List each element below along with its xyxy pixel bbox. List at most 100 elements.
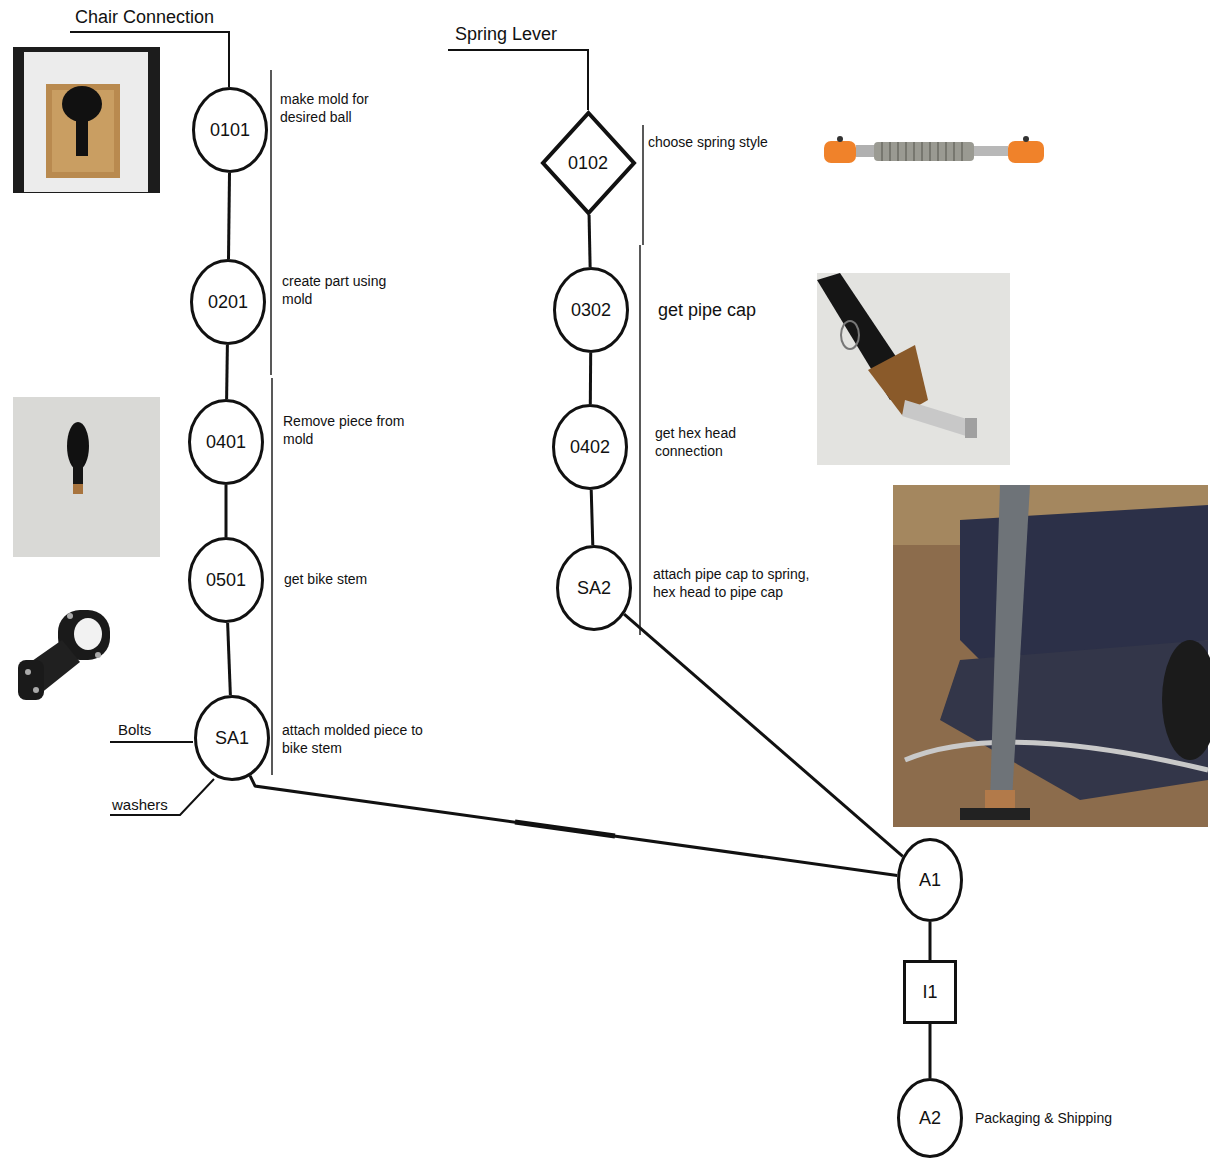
connector-line bbox=[225, 345, 229, 399]
connector-line bbox=[229, 173, 230, 259]
mold-photo bbox=[13, 47, 160, 193]
inspection-box: I1 bbox=[903, 960, 957, 1024]
connector-line bbox=[589, 353, 592, 404]
circle-outline bbox=[194, 89, 267, 172]
connector-line bbox=[228, 623, 231, 695]
spring-photo bbox=[837, 136, 843, 142]
chair-photo bbox=[893, 485, 1208, 827]
operation-circle: 0402get hex head connection bbox=[552, 404, 628, 490]
bike-stem-photo bbox=[74, 618, 102, 650]
step-description: get pipe cap bbox=[658, 299, 808, 322]
pipe-cap-photo bbox=[965, 418, 977, 438]
spring-photo bbox=[1023, 136, 1029, 142]
bike-stem-photo bbox=[18, 660, 44, 700]
chain-heading: Chair Connection bbox=[75, 7, 214, 28]
connector-line bbox=[929, 922, 932, 960]
bracket-line bbox=[642, 125, 644, 245]
chair-photo bbox=[893, 485, 1210, 827]
molded-piece-photo bbox=[13, 397, 160, 557]
step-description: choose spring style bbox=[648, 133, 813, 151]
molded-piece-photo bbox=[13, 397, 160, 557]
step-description: create part using mold bbox=[282, 272, 404, 308]
pipe-cap-photo bbox=[817, 273, 1010, 465]
mold-photo bbox=[13, 47, 160, 193]
bike-stem-photo bbox=[25, 669, 31, 675]
spring-photo bbox=[824, 141, 856, 163]
operation-circle: SA1attach molded piece to bike stem bbox=[194, 695, 270, 781]
spring-photo bbox=[882, 142, 962, 161]
spring-photo bbox=[856, 145, 876, 157]
step-description: make mold for desired ball bbox=[280, 90, 405, 126]
mold-photo bbox=[46, 84, 120, 178]
leader-line bbox=[448, 50, 588, 110]
step-number: I1 bbox=[922, 982, 937, 1003]
bracket-line bbox=[639, 245, 641, 635]
connector-line bbox=[929, 1024, 932, 1078]
operation-circle: A2Packaging & Shipping bbox=[897, 1078, 963, 1158]
spring-photo bbox=[974, 146, 1008, 156]
spring-photo bbox=[874, 142, 974, 161]
step-description: attach pipe cap to spring, hex head to p… bbox=[653, 565, 831, 601]
step-number: A2 bbox=[919, 1108, 941, 1129]
operation-circle: 0302get pipe cap bbox=[553, 267, 629, 353]
step-number: SA1 bbox=[215, 728, 249, 749]
bike-stem-photo bbox=[18, 610, 110, 700]
connector-line bbox=[589, 215, 590, 267]
bike-stem-photo bbox=[95, 652, 101, 658]
square-outline bbox=[905, 962, 956, 1023]
connector-line bbox=[624, 614, 903, 856]
operation-circle: A1 bbox=[897, 838, 963, 922]
mold-photo bbox=[76, 112, 88, 156]
chair-photo bbox=[960, 808, 1030, 820]
step-number: 0201 bbox=[208, 292, 248, 313]
step-number: 0501 bbox=[206, 570, 246, 591]
step-description: Packaging & Shipping bbox=[975, 1109, 1145, 1127]
spring-photo bbox=[824, 136, 1044, 163]
bracket-line bbox=[270, 70, 272, 375]
diamond-outline bbox=[543, 113, 634, 213]
decision-diamond: 0102choose spring style bbox=[540, 110, 637, 216]
operation-circle: SA2attach pipe cap to spring, hex head t… bbox=[556, 545, 632, 631]
circle-outline bbox=[899, 840, 962, 921]
pipe-cap-photo bbox=[841, 321, 859, 349]
step-number: 0401 bbox=[206, 432, 246, 453]
pipe-cap-photo bbox=[902, 400, 970, 436]
step-number: 0102 bbox=[568, 153, 608, 174]
operation-circle: 0201create part using mold bbox=[190, 259, 266, 345]
step-description: Remove piece from mold bbox=[283, 412, 423, 448]
chair-photo bbox=[905, 742, 1208, 770]
circle-outline bbox=[190, 539, 263, 622]
step-number: SA2 bbox=[577, 578, 611, 599]
circle-outline bbox=[899, 1080, 962, 1157]
operation-circle: 0501get bike stem bbox=[188, 537, 264, 623]
circle-outline bbox=[554, 406, 627, 489]
bracket-line bbox=[271, 378, 273, 775]
mold-photo bbox=[24, 52, 148, 192]
connector-line bbox=[225, 485, 228, 537]
bracket-line bbox=[271, 70, 643, 775]
spring-photo bbox=[1008, 141, 1044, 163]
circle-outline bbox=[558, 547, 631, 630]
connector-line bbox=[250, 776, 897, 876]
spring-photo bbox=[882, 142, 962, 161]
part-label: Bolts bbox=[118, 721, 151, 738]
leader-line bbox=[110, 779, 214, 815]
circle-outline bbox=[196, 697, 269, 780]
pipe-cap-photo bbox=[817, 273, 1010, 465]
step-number: 0101 bbox=[210, 120, 250, 141]
operation-circle: 0101make mold for desired ball bbox=[192, 87, 268, 173]
molded-piece-photo bbox=[73, 484, 83, 494]
chain-heading: Spring Lever bbox=[455, 24, 557, 45]
leader-line bbox=[110, 741, 193, 743]
bike-stem-photo bbox=[67, 613, 73, 619]
connector-line bbox=[591, 490, 593, 545]
step-number: A1 bbox=[919, 870, 941, 891]
step-description: attach molded piece to bike stem bbox=[282, 721, 437, 757]
bike-stem-photo bbox=[33, 687, 39, 693]
step-number: 0302 bbox=[571, 300, 611, 321]
chair-photo bbox=[990, 485, 1030, 800]
step-description: get hex head connection bbox=[655, 424, 767, 460]
step-description: get bike stem bbox=[284, 570, 424, 588]
